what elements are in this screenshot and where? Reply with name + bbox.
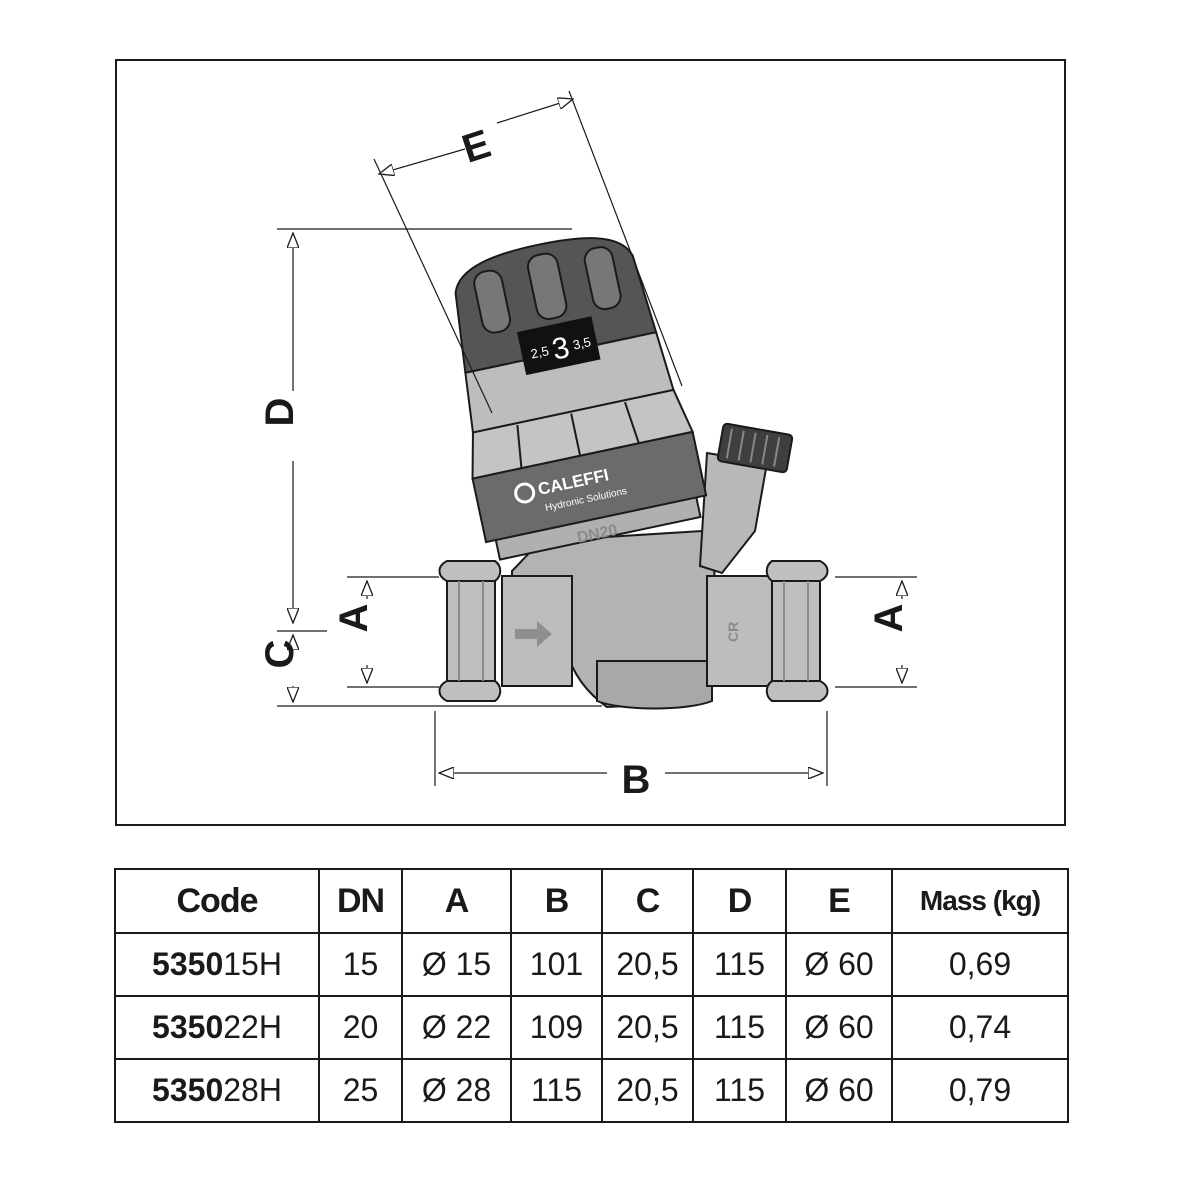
outlet-union-nut [765,560,829,702]
cell-b: 101 [510,932,603,997]
dim-label-b: B [622,758,651,802]
regulator-head [454,237,708,561]
cell-d: 115 [692,932,787,997]
cell-dn: 25 [318,1058,403,1123]
cell-d: 115 [692,1058,787,1123]
gauge-port [698,422,794,575]
body-logo: CR [725,622,741,642]
header-e: E [785,868,893,934]
scale-high: 3,5 [571,334,592,352]
cell-dn: 15 [318,932,403,997]
cell-mass: 0,69 [891,932,1069,997]
cell-b: 109 [510,995,603,1060]
cell-a: Ø 28 [401,1058,512,1123]
cell-code: 535015H [114,932,320,997]
table-row: 535028H 25 Ø 28 115 20,5 115 Ø 60 0,79 [114,1058,1069,1123]
header-d: D [692,868,787,934]
cell-c: 20,5 [601,995,694,1060]
table-header-row: Code DN A B C D E Mass (kg) [114,868,1069,934]
cell-b: 115 [510,1058,603,1123]
header-c: C [601,868,694,934]
header-code: Code [114,868,320,934]
dimensions-table: Code DN A B C D E Mass (kg) 535015H 15 Ø… [114,868,1069,1123]
brand-logo-icon [514,482,536,504]
scale-low: 2,5 [529,343,550,361]
cell-mass: 0,79 [891,1058,1069,1123]
header-dn: DN [318,868,403,934]
dim-label-c: C [258,640,302,669]
header-b: B [510,868,603,934]
header-a: A [401,868,512,934]
flow-direction-arrow [515,621,552,647]
cell-a: Ø 15 [401,932,512,997]
valve-body [501,529,778,710]
cell-dn: 20 [318,995,403,1060]
cell-code: 535022H [114,995,320,1060]
dim-label-d: D [258,398,302,427]
cell-e: Ø 60 [785,1058,893,1123]
table-row: 535015H 15 Ø 15 101 20,5 115 Ø 60 0,69 [114,932,1069,997]
cell-mass: 0,74 [891,995,1069,1060]
cell-d: 115 [692,995,787,1060]
dim-label-a-left: A [332,604,376,633]
cell-e: Ø 60 [785,932,893,997]
dim-label-a-right: A [867,604,911,633]
table-row: 535022H 20 Ø 22 109 20,5 115 Ø 60 0,74 [114,995,1069,1060]
header-mass: Mass (kg) [891,868,1069,934]
cell-c: 20,5 [601,1058,694,1123]
inlet-union-nut [438,560,502,702]
dimension-lines [277,90,917,786]
cell-c: 20,5 [601,932,694,997]
technical-drawing-frame: 2,5 3 3,5 CALEFFI Hydronic Solutions DN2… [115,59,1066,826]
valve-drawing: 2,5 3 3,5 CALEFFI Hydronic Solutions DN2… [258,90,917,802]
cell-e: Ø 60 [785,995,893,1060]
scale-set: 3 [549,331,572,367]
cell-code: 535028H [114,1058,320,1123]
cell-a: Ø 22 [401,995,512,1060]
dim-label-e: E [457,122,496,172]
